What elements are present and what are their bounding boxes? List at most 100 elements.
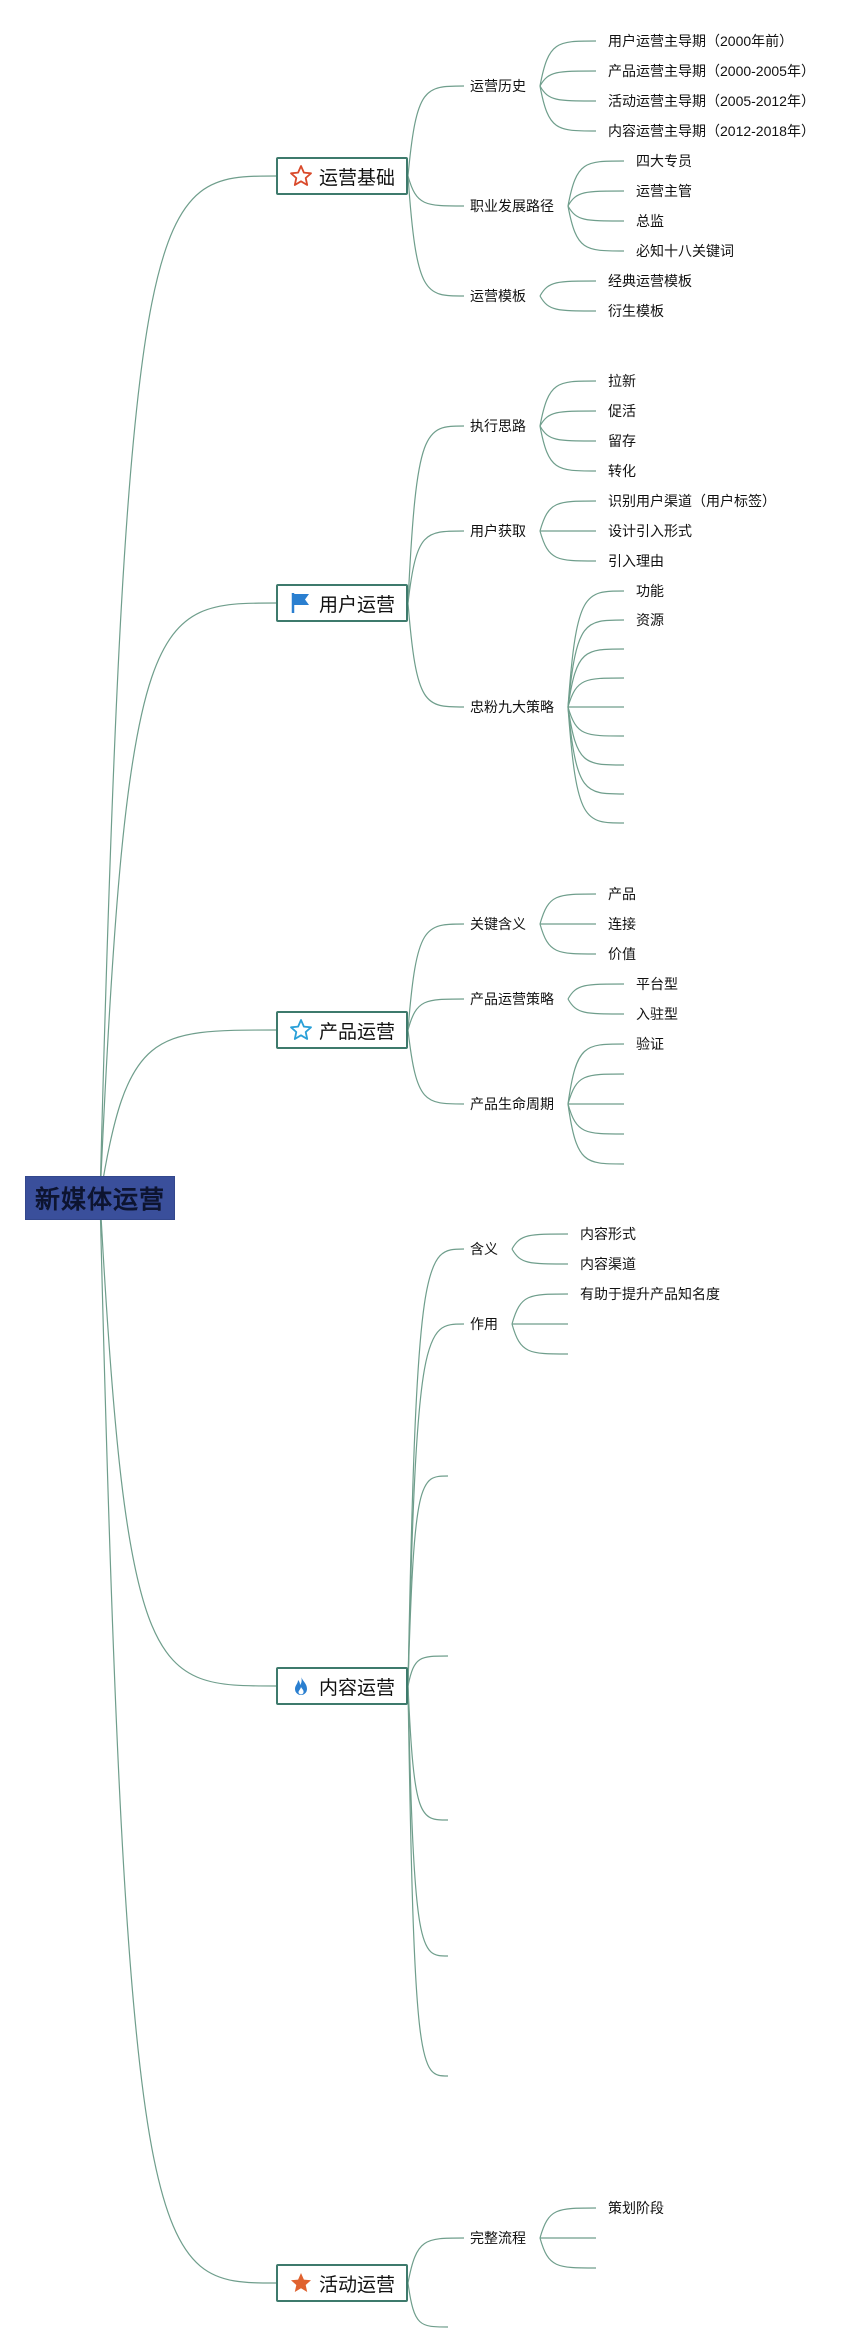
leaf-topic-1-1-0[interactable]: 识别用户渠道（用户标签） xyxy=(608,493,776,509)
root-topic[interactable]: 新媒体运营 xyxy=(25,1176,175,1220)
edge-sub-0-2-to-leaf-1 xyxy=(539,295,597,312)
leaf-topic-0-1-2[interactable]: 总监 xyxy=(636,213,664,229)
edge-sub-0-1-to-leaf-3 xyxy=(567,205,625,252)
leaf-topic-0-2-1[interactable]: 衍生模板 xyxy=(608,303,664,319)
leaf-topic-2-2-0[interactable]: 验证 xyxy=(636,1036,664,1052)
edge-sub-1-0-to-leaf-3 xyxy=(539,425,597,472)
edge-sub-1-2-to-leaf-8 xyxy=(567,706,625,824)
star-outline-icon xyxy=(289,164,313,188)
edge-root-to-branch-2 xyxy=(99,1029,277,1199)
leaf-topic-1-2-0[interactable]: 功能 xyxy=(636,583,664,599)
leaf-topic-1-1-1[interactable]: 设计引入形式 xyxy=(608,523,692,539)
edge-branch-1-to-sub-0 xyxy=(407,425,465,604)
branch-topic-0[interactable]: 运营基础 xyxy=(276,157,408,195)
branch-topic-2[interactable]: 产品运营 xyxy=(276,1011,408,1049)
edge-sub-2-2-to-leaf-0 xyxy=(567,1043,625,1105)
edge-sub-2-0-to-leaf-2 xyxy=(539,923,597,955)
branch-topic-4[interactable]: 活动运营 xyxy=(276,2264,408,2302)
subtopic-1-2[interactable]: 忠粉九大策略 xyxy=(470,699,554,715)
edge-sub-0-0-to-leaf-0 xyxy=(539,40,597,87)
leaf-topic-2-1-0[interactable]: 平台型 xyxy=(636,976,678,992)
edge-branch-2-to-sub-0 xyxy=(407,923,465,1031)
edge-sub-1-0-to-leaf-1 xyxy=(539,410,597,427)
edge-branch-2-to-sub-2 xyxy=(407,1029,465,1105)
leaf-topic-0-1-1[interactable]: 运营主管 xyxy=(636,183,692,199)
leaf-topic-0-1-0[interactable]: 四大专员 xyxy=(636,153,692,169)
leaf-topic-1-2-1[interactable]: 资源 xyxy=(636,612,664,628)
leaf-topic-1-0-1[interactable]: 促活 xyxy=(608,403,636,419)
edge-branch-1-to-sub-2 xyxy=(407,602,465,708)
subtopic-0-2[interactable]: 运营模板 xyxy=(470,288,526,304)
leaf-topic-2-0-1[interactable]: 连接 xyxy=(608,916,636,932)
flame-icon xyxy=(289,1674,313,1698)
edge-branch-1-to-sub-1 xyxy=(407,530,465,604)
branch-topic-label: 运营基础 xyxy=(318,167,395,189)
edge-sub-1-1-to-leaf-0 xyxy=(539,500,597,532)
leaf-topic-1-0-2[interactable]: 留存 xyxy=(608,433,636,449)
leaf-topic-2-0-2[interactable]: 价值 xyxy=(608,946,636,962)
subtopic-0-0[interactable]: 运营历史 xyxy=(470,78,526,94)
edge-sub-2-2-to-leaf-1 xyxy=(567,1073,625,1105)
leaf-topic-2-0-0[interactable]: 产品 xyxy=(608,886,636,902)
leaf-topic-1-1-2[interactable]: 引入理由 xyxy=(608,553,664,569)
edge-sub-1-0-to-leaf-0 xyxy=(539,380,597,427)
edge-sub-1-1-to-leaf-2 xyxy=(539,530,597,562)
subtopic-3-1[interactable]: 作用 xyxy=(470,1316,498,1332)
subtopic-1-0[interactable]: 执行思路 xyxy=(470,418,526,434)
edge-sub-2-2-to-leaf-4 xyxy=(567,1103,625,1165)
branch-topic-label: 活动运营 xyxy=(318,2274,395,2296)
branch-topic-3[interactable]: 内容运营 xyxy=(276,1667,408,1705)
leaf-topic-4-0-0[interactable]: 策划阶段 xyxy=(608,2200,664,2216)
edge-root-to-branch-0 xyxy=(99,175,277,1199)
leaf-topic-2-1-1[interactable]: 入驻型 xyxy=(636,1006,678,1022)
edge-branch-2-to-sub-1 xyxy=(407,998,465,1031)
leaf-topic-0-0-3[interactable]: 内容运营主导期（2012-2018年） xyxy=(608,123,815,139)
edge-sub-1-2-to-leaf-7 xyxy=(567,706,625,795)
leaf-topic-0-0-1[interactable]: 产品运营主导期（2000-2005年） xyxy=(608,63,815,79)
subtopic-2-2[interactable]: 产品生命周期 xyxy=(470,1096,554,1112)
subtopic-1-1[interactable]: 用户获取 xyxy=(470,523,526,539)
edge-branch-4-to-sub-1 xyxy=(407,2282,449,2328)
edge-sub-1-2-to-leaf-3 xyxy=(567,677,625,708)
edge-root-to-branch-4 xyxy=(99,1197,277,2284)
edge-sub-3-0-to-leaf-1 xyxy=(511,1248,569,1265)
edge-sub-1-2-to-leaf-1 xyxy=(567,619,625,708)
leaf-topic-0-2-0[interactable]: 经典运营模板 xyxy=(608,273,692,289)
branch-topic-label: 产品运营 xyxy=(318,1021,395,1043)
leaf-topic-0-1-3[interactable]: 必知十八关键词 xyxy=(636,243,734,259)
leaf-topic-3-0-0[interactable]: 内容形式 xyxy=(580,1226,636,1242)
subtopic-3-0[interactable]: 含义 xyxy=(470,1241,498,1257)
subtopic-4-0[interactable]: 完整流程 xyxy=(470,2230,526,2246)
edge-root-to-branch-1 xyxy=(99,602,277,1199)
edge-branch-3-to-sub-6 xyxy=(407,1685,449,2077)
leaf-topic-1-0-3[interactable]: 转化 xyxy=(608,463,636,479)
edge-sub-0-0-to-leaf-1 xyxy=(539,70,597,87)
edge-sub-0-2-to-leaf-0 xyxy=(539,280,597,297)
edge-sub-1-2-to-leaf-6 xyxy=(567,706,625,766)
subtopic-0-1[interactable]: 职业发展路径 xyxy=(470,198,554,214)
edge-sub-0-1-to-leaf-0 xyxy=(567,160,625,207)
subtopic-2-1[interactable]: 产品运营策略 xyxy=(470,991,554,1007)
edge-branch-3-to-sub-5 xyxy=(407,1685,449,1957)
leaf-topic-3-1-0[interactable]: 有助于提升产品知名度 xyxy=(580,1286,720,1302)
leaf-topic-0-0-0[interactable]: 用户运营主导期（2000年前） xyxy=(608,33,794,49)
edge-sub-1-0-to-leaf-2 xyxy=(539,425,597,442)
leaf-topic-3-0-1[interactable]: 内容渠道 xyxy=(580,1256,636,1272)
edge-branch-0-to-sub-0 xyxy=(407,85,465,177)
edge-branch-3-to-sub-4 xyxy=(407,1685,449,1821)
subtopic-2-0[interactable]: 关键含义 xyxy=(470,916,526,932)
edge-sub-0-1-to-leaf-2 xyxy=(567,205,625,222)
edge-sub-1-2-to-leaf-5 xyxy=(567,706,625,737)
edge-sub-2-0-to-leaf-0 xyxy=(539,893,597,925)
edge-branch-0-to-sub-1 xyxy=(407,175,465,207)
edge-branch-0-to-sub-2 xyxy=(407,175,465,297)
edge-branch-3-to-sub-3 xyxy=(407,1655,449,1687)
edge-branch-4-to-sub-0 xyxy=(407,2237,465,2284)
edge-sub-0-0-to-leaf-3 xyxy=(539,85,597,132)
flag-icon xyxy=(289,591,313,615)
branch-topic-1[interactable]: 用户运营 xyxy=(276,584,408,622)
edge-sub-1-2-to-leaf-0 xyxy=(567,590,625,708)
leaf-topic-1-0-0[interactable]: 拉新 xyxy=(608,373,636,389)
leaf-topic-0-0-2[interactable]: 活动运营主导期（2005-2012年） xyxy=(608,93,815,109)
